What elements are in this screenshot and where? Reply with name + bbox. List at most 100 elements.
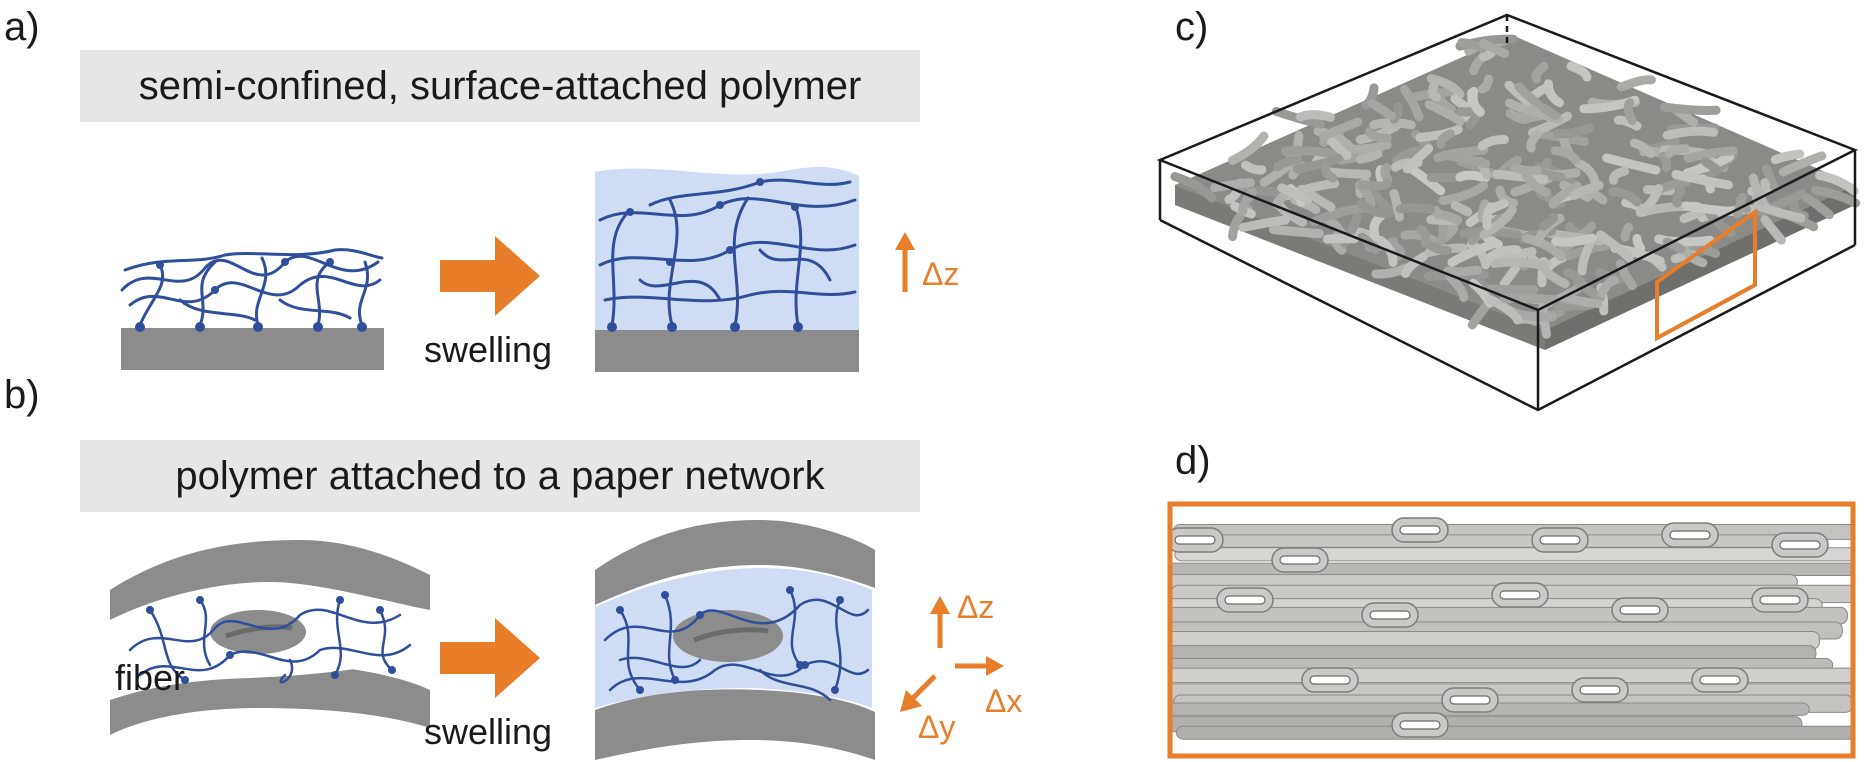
polymer-crosslinks-b-dry: [146, 596, 396, 684]
fiber-strand: [1566, 61, 1592, 82]
fiber-strand: [1272, 190, 1290, 209]
fiber-lumen: [1309, 675, 1351, 685]
zoom-frame: [1167, 501, 1856, 759]
fiber-strand: [1485, 294, 1523, 324]
fiber-strand: [1402, 144, 1434, 174]
panel-b-dry-fiber: [110, 540, 430, 735]
delta-y-label-b: Δy: [918, 709, 955, 745]
fiber-lumen: [1279, 555, 1321, 565]
fiber-lumen: [1369, 610, 1411, 620]
polymer-crosslinks-swollen: [607, 178, 803, 332]
fiber-strand: [1815, 170, 1859, 196]
fiber-strand: [1526, 129, 1542, 153]
fiber-strand: [1426, 241, 1452, 256]
zoom-fiber: [1174, 547, 1853, 562]
fiber-strand: [1672, 186, 1686, 208]
fiber-lumen: [1174, 535, 1216, 545]
selection-region: [1655, 208, 1757, 342]
fiber-strand: [1367, 98, 1396, 121]
fiber-strand: [1762, 164, 1779, 192]
fiber-strand: [1227, 131, 1269, 165]
fiber-strand: [1548, 181, 1582, 209]
fiber-strand: [1664, 144, 1691, 159]
fiber-strand: [1613, 115, 1642, 131]
zoom-fiber: [1170, 667, 1853, 684]
delta-x-label-b: Δx: [985, 683, 1022, 719]
fiber-strand: [1770, 149, 1805, 165]
panel-a-swollen-polymer: [595, 166, 859, 372]
fiber-strand: [1292, 153, 1343, 174]
fiber-strand: [1400, 84, 1424, 122]
fiber-strand: [1608, 187, 1642, 207]
fiber-strand: [1436, 129, 1455, 149]
polymer-crosslinks-dry: [135, 258, 367, 332]
fiber-lumen: [1579, 685, 1621, 695]
panel-b-banner: [80, 440, 920, 512]
fiber-strand: [1273, 155, 1303, 172]
fiber-strand: [1364, 127, 1392, 143]
zoom-fiber: [1175, 725, 1853, 740]
fiber-strand: [1597, 276, 1619, 299]
fiber-strand: [1522, 233, 1566, 262]
bounding-box: [1156, 13, 1859, 412]
fiber-strand: [1602, 153, 1661, 175]
fiber-strand: [1557, 292, 1603, 308]
fiber-strands: [1170, 34, 1861, 339]
fiber-strand: [1616, 75, 1656, 92]
fiber-strand: [1210, 178, 1255, 193]
delta-z-arrow-b: [930, 596, 950, 648]
fiber-strand: [1654, 234, 1715, 247]
fiber-strand: [1608, 166, 1630, 185]
fiber-strand: [1295, 110, 1335, 122]
embedded-fiber-swollen: [673, 610, 783, 662]
fiber-strand: [1457, 38, 1488, 53]
fiber-strand: [1778, 151, 1827, 177]
fiber-strand: [1550, 146, 1581, 165]
swelling-arrow-b: [440, 618, 540, 698]
fiber-strand: [1447, 239, 1498, 267]
panel-b-banner-text: polymer attached to a paper network: [175, 454, 825, 498]
fiber-strand: [1375, 165, 1386, 185]
fiber-strand: [1455, 170, 1491, 183]
panel-d-label: d): [1175, 439, 1211, 483]
fiber-strand: [1477, 135, 1509, 151]
fiber-strand: [1683, 146, 1738, 163]
panel-a-banner: [80, 50, 920, 122]
fiber-strand: [1367, 183, 1396, 215]
substrate-a-dry: [121, 328, 384, 370]
fiber-strand: [1369, 211, 1386, 242]
panel-a-dry-polymer: [120, 248, 384, 370]
fiber-strand: [1320, 160, 1338, 183]
fiber-lumen: [1669, 530, 1711, 540]
fiber-strand: [1681, 201, 1741, 217]
panel-b-swollen-fiber: [595, 520, 875, 760]
fiber-strand: [1443, 265, 1482, 277]
fiber-strand: [1395, 203, 1435, 214]
delta-y-arrow-b: [900, 674, 937, 712]
fiber-strand: [1489, 257, 1549, 271]
fiber-strand: [1428, 81, 1442, 103]
fiber-strand: [1438, 180, 1489, 205]
fiber-strand: [1380, 163, 1393, 185]
fiber-lumen: [1619, 605, 1661, 615]
fiber-strand: [1520, 167, 1552, 197]
delta-z-label-a: Δz: [922, 256, 959, 292]
polymer-network-dry: [120, 248, 384, 327]
fiber-strand: [1596, 230, 1634, 263]
fiber-strand: [1802, 193, 1834, 220]
fiber-strand: [1482, 202, 1496, 231]
fiber-strand: [1361, 83, 1379, 110]
fiber-strand: [1268, 225, 1324, 238]
fiber-strand: [1467, 271, 1488, 291]
panel-c-label: c): [1175, 5, 1208, 49]
fiber-strand: [1539, 103, 1561, 120]
fiber-lumen: [1779, 540, 1821, 550]
fiber-strand: [1170, 172, 1217, 203]
fiber-strand: [1632, 233, 1646, 253]
fiber-lumen: [1449, 695, 1491, 705]
fiber-strand: [1531, 61, 1549, 84]
fiber-strand: [1319, 117, 1363, 141]
fiber-strand: [1760, 215, 1786, 245]
polymer-in-pore-dry: [128, 598, 412, 684]
